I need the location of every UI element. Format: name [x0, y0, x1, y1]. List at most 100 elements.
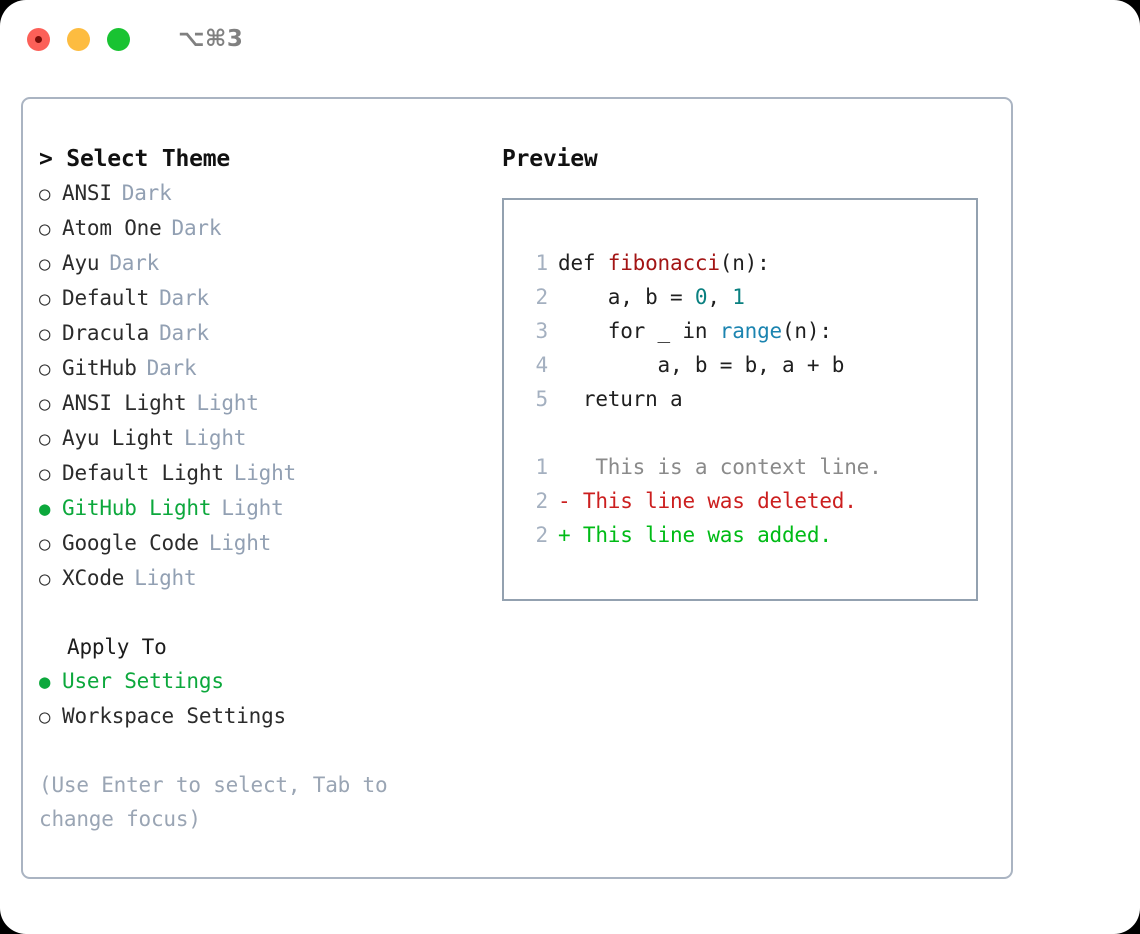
- diff-text: This line was deleted.: [570, 489, 857, 513]
- apply-to-section: Apply To ● User Settings ○Workspace Settin…: [39, 630, 494, 734]
- maximize-button-icon[interactable]: [107, 27, 130, 51]
- select-theme-heading: > Select Theme: [39, 146, 231, 172]
- diff-marker: +: [558, 523, 571, 547]
- preview-heading: Preview: [502, 146, 598, 172]
- line-number: 2: [535, 489, 549, 513]
- close-button-icon[interactable]: [27, 27, 50, 51]
- radio-unselected-icon[interactable]: ○: [39, 218, 51, 240]
- apply-to-heading: Apply To: [67, 635, 167, 659]
- minimize-button-icon[interactable]: [67, 27, 90, 51]
- diff-marker: [558, 450, 570, 484]
- code-token-plain: def: [558, 251, 608, 275]
- line-number: 3: [535, 319, 549, 343]
- theme-option-label: XCode: [62, 566, 125, 590]
- apply-to-option-label: User Settings: [62, 669, 224, 693]
- radio-unselected-icon[interactable]: ○: [39, 358, 51, 380]
- theme-option-label: Dracula: [62, 321, 150, 345]
- theme-option-default-light[interactable]: ○ Default Light Light: [39, 456, 494, 491]
- code-token-plain: a, b =: [558, 285, 695, 309]
- code-line: 2 a, b = 0, 1: [522, 280, 976, 314]
- code-token-builtin: range: [719, 319, 782, 343]
- diff-line-added: 2 + This line was added.: [522, 518, 976, 552]
- theme-option-default[interactable]: ○ Default Dark: [39, 281, 494, 316]
- theme-option-label: Default: [62, 286, 150, 310]
- line-number: 2: [535, 523, 549, 547]
- theme-option-variant-tag: Dark: [146, 356, 197, 380]
- diff-marker: -: [558, 489, 571, 513]
- theme-option-variant-tag: Dark: [109, 251, 160, 275]
- title-bar: ⌥⌘3: [0, 0, 1140, 78]
- radio-selected-icon[interactable]: ●: [39, 498, 51, 520]
- theme-option-ayu-light[interactable]: ○ Ayu Light Light: [39, 421, 494, 456]
- theme-option-variant-tag: Dark: [121, 181, 172, 205]
- radio-unselected-icon[interactable]: ○: [39, 183, 51, 205]
- theme-option-atom-one[interactable]: ○ Atom One Dark: [39, 211, 494, 246]
- line-number: 2: [535, 285, 549, 309]
- apply-to-option-user-settings[interactable]: ● User Settings: [39, 664, 494, 699]
- radio-unselected-icon[interactable]: ○: [39, 706, 51, 728]
- apply-to-option-workspace-settings[interactable]: ○Workspace Settings: [39, 699, 494, 734]
- radio-unselected-icon[interactable]: ○: [39, 428, 51, 450]
- theme-option-ayu[interactable]: ○ Ayu Dark: [39, 246, 494, 281]
- theme-option-variant-tag: Dark: [171, 216, 222, 240]
- code-diff-spacer: [522, 416, 976, 450]
- code-token-number: 0: [694, 285, 708, 309]
- keyboard-shortcut-label: ⌥⌘3: [178, 26, 244, 52]
- code-token-number: 1: [732, 285, 745, 309]
- keyboard-hint-text: (Use Enter to select, Tab to change focu…: [39, 773, 388, 831]
- line-number: 5: [535, 387, 549, 411]
- line-number: 1: [535, 455, 549, 479]
- code-line: 3 for _ in range(n):: [522, 314, 976, 348]
- radio-unselected-icon[interactable]: ○: [39, 393, 51, 415]
- radio-unselected-icon[interactable]: ○: [39, 288, 51, 310]
- theme-option-label: Ayu: [62, 251, 100, 275]
- diff-sample: 1 This is a context line. 2- This line wa…: [522, 450, 976, 552]
- radio-unselected-icon[interactable]: ○: [39, 568, 51, 590]
- diff-text: This is a context line.: [570, 455, 882, 479]
- theme-option-variant-tag: Light: [233, 461, 296, 485]
- radio-unselected-icon[interactable]: ○: [39, 533, 51, 555]
- theme-option-label: Default Light: [62, 461, 224, 485]
- diff-text: This line was added.: [570, 523, 832, 547]
- traffic-lights: [27, 27, 130, 51]
- line-number: 1: [535, 251, 549, 275]
- theme-option-github[interactable]: ○ GitHub Dark: [39, 351, 494, 386]
- theme-option-label: GitHub Light: [62, 496, 212, 520]
- radio-unselected-icon[interactable]: ○: [39, 463, 51, 485]
- theme-option-variant-tag: Light: [184, 426, 247, 450]
- theme-option-label: Ayu Light: [62, 426, 174, 450]
- theme-option-github-light[interactable]: ● GitHub Light Light: [39, 491, 494, 526]
- theme-option-ansi[interactable]: ○ ANSI Dark: [39, 176, 494, 211]
- apply-to-list[interactable]: ● User Settings ○Workspace Settings: [39, 664, 494, 734]
- code-token-plain: (n):: [781, 319, 832, 343]
- theme-option-variant-tag: Light: [221, 496, 284, 520]
- code-line: 4 a, b = b, a + b: [522, 348, 976, 382]
- theme-option-dracula[interactable]: ○ Dracula Dark: [39, 316, 494, 351]
- radio-unselected-icon[interactable]: ○: [39, 323, 51, 345]
- line-number: 4: [535, 353, 549, 377]
- theme-option-variant-tag: Dark: [159, 321, 209, 345]
- diff-line-deleted: 2- This line was deleted.: [522, 484, 976, 518]
- theme-option-xcode[interactable]: ○ XCode Light: [39, 561, 494, 596]
- theme-option-variant-tag: Light: [208, 531, 272, 555]
- theme-option-variant-tag: Light: [134, 566, 197, 590]
- code-token-plain: ,: [707, 285, 733, 309]
- code-token-plain: for _ in: [558, 319, 720, 343]
- theme-option-label: Atom One: [62, 216, 162, 240]
- theme-option-variant-tag: Dark: [159, 286, 209, 310]
- code-token-function: fibonacci: [607, 251, 720, 275]
- radio-unselected-icon[interactable]: ○: [39, 253, 51, 275]
- code-token-plain: a, b = b, a + b: [558, 353, 845, 377]
- theme-option-label: GitHub: [62, 356, 137, 380]
- theme-option-label: ANSI: [62, 181, 112, 205]
- radio-selected-icon[interactable]: ●: [39, 671, 51, 693]
